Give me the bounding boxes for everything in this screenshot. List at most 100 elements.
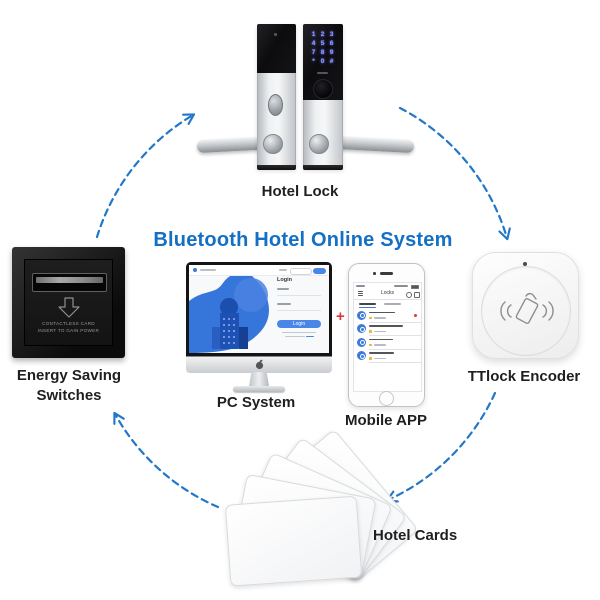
encoder-device (472, 252, 579, 359)
add-icon[interactable] (414, 291, 420, 298)
lock-list-item[interactable] (354, 309, 421, 323)
webapp-search-box[interactable] (290, 267, 312, 275)
lock-name-text (369, 325, 403, 327)
status-time-text (394, 285, 408, 287)
apple-logo-icon (255, 359, 264, 370)
lock-avatar-icon (357, 324, 366, 333)
mobile-phone: Locks (348, 263, 425, 407)
lock-name-text (369, 338, 393, 341)
webapp-navbar (189, 265, 329, 276)
encoder-ring (481, 266, 571, 356)
row-divider (369, 362, 421, 364)
login-footnote-link[interactable] (306, 335, 314, 337)
lock-screw-dot (274, 157, 277, 160)
energy-saving-label: Energy Saving Switches (6, 366, 132, 405)
lock-name-text (369, 352, 394, 354)
arrow-cards-to-switches (113, 411, 220, 509)
menu-icon[interactable] (358, 293, 363, 294)
login-page-artwork (189, 275, 269, 353)
webapp-name-text (200, 269, 216, 271)
login-footnote-line1 (282, 332, 316, 334)
row-divider (369, 335, 421, 337)
lock-card-reader-icon (313, 79, 333, 99)
keypad-key: 6 (329, 40, 334, 47)
lock-avatar-icon (357, 337, 366, 347)
lock-list-item[interactable] (354, 323, 421, 337)
lock-bottom-edge-left (257, 165, 296, 170)
lock-sub-text (373, 344, 386, 346)
energy-saving-label-line2: Switches (36, 386, 102, 404)
keypad-key: # (329, 58, 334, 65)
monitor-stand-neck (249, 372, 269, 386)
pc-system-label: PC System (216, 394, 296, 411)
lock-handle-hub-right (309, 134, 329, 154)
lock-list-item[interactable] (354, 336, 421, 350)
keypad-key: 5 (320, 40, 325, 47)
switch-caption-line1: CONTACTLESS CARD (42, 321, 95, 326)
card-slot[interactable] (32, 273, 107, 292)
password-input[interactable] (277, 310, 321, 311)
battery-icon (369, 316, 372, 320)
lock-avatar-icon (357, 310, 366, 320)
phone-speaker-icon (380, 272, 393, 275)
account-input[interactable] (277, 295, 321, 296)
status-battery-icon (411, 284, 419, 290)
lock-sub-text (373, 330, 386, 332)
webapp-signin-button[interactable] (313, 267, 326, 274)
lock-list-item[interactable] (354, 350, 421, 364)
keypad-key: 7 (311, 49, 316, 56)
keypad-key: 2 (320, 31, 325, 38)
battery-icon (369, 343, 372, 347)
lock-back-panel (257, 24, 296, 73)
webapp-link-text (279, 269, 287, 271)
app-nav-title: Locks (380, 289, 395, 296)
home-button[interactable] (379, 391, 394, 406)
contactless-card-icon (500, 292, 554, 324)
row-divider (369, 321, 421, 323)
tab-active[interactable] (359, 302, 376, 305)
lock-keypad: 1 2 3 4 5 6 7 8 9 * 0 # (309, 30, 336, 66)
menu-icon[interactable] (358, 291, 363, 292)
energy-switch-face: CONTACTLESS CARD INSERT TO GAIN POWER (24, 259, 113, 346)
mobile-app-label: Mobile APP (345, 412, 427, 429)
arrow-lock-to-encoder (398, 106, 511, 241)
monitor-screen: Login Login (189, 265, 329, 353)
monitor-bezel: Login Login (186, 262, 332, 356)
hotel-cards-label: Hotel Cards (373, 527, 458, 544)
menu-icon[interactable] (358, 295, 363, 296)
account-label (277, 288, 289, 290)
keypad-key: * (312, 58, 315, 65)
phone-screen: Locks (353, 282, 422, 392)
password-label (277, 303, 291, 305)
monitor-stand-base (233, 386, 285, 392)
login-button[interactable]: Login (277, 320, 321, 328)
alert-dot (414, 313, 417, 317)
keypad-key: 9 (329, 49, 334, 56)
refresh-icon[interactable] (406, 291, 412, 298)
energy-saving-label-line1: Energy Saving (16, 367, 122, 384)
lock-avatar-icon (357, 351, 366, 360)
lock-handle-right (335, 135, 415, 154)
switch-caption-line2: INSERT TO GAIN POWER (37, 328, 100, 333)
lock-sub-text (373, 357, 386, 359)
system-title: Bluetooth Hotel Online System (153, 229, 453, 251)
lock-brand-mark (317, 72, 328, 74)
lock-name-text (369, 311, 395, 314)
plus-sign: + (336, 308, 345, 325)
keypad-key: 0 (320, 58, 325, 65)
phone-camera-icon (373, 272, 376, 275)
login-footnote-line2 (285, 335, 305, 337)
arrow-switches-to-lock (95, 113, 196, 239)
energy-switch-device: CONTACTLESS CARD INSERT TO GAIN POWER (12, 247, 125, 358)
encoder-led-icon (523, 262, 527, 266)
lock-bottom-edge-right (303, 165, 343, 170)
keypad-key: 1 (311, 31, 316, 38)
tab-inactive[interactable] (384, 302, 401, 305)
arrow-encoder-to-cards (385, 391, 497, 503)
card-slot-strip (36, 277, 103, 283)
webapp-logo-icon (193, 268, 197, 272)
nav-divider (354, 299, 421, 300)
hotel-lock-label: Hotel Lock (261, 183, 339, 200)
battery-icon (369, 330, 372, 333)
